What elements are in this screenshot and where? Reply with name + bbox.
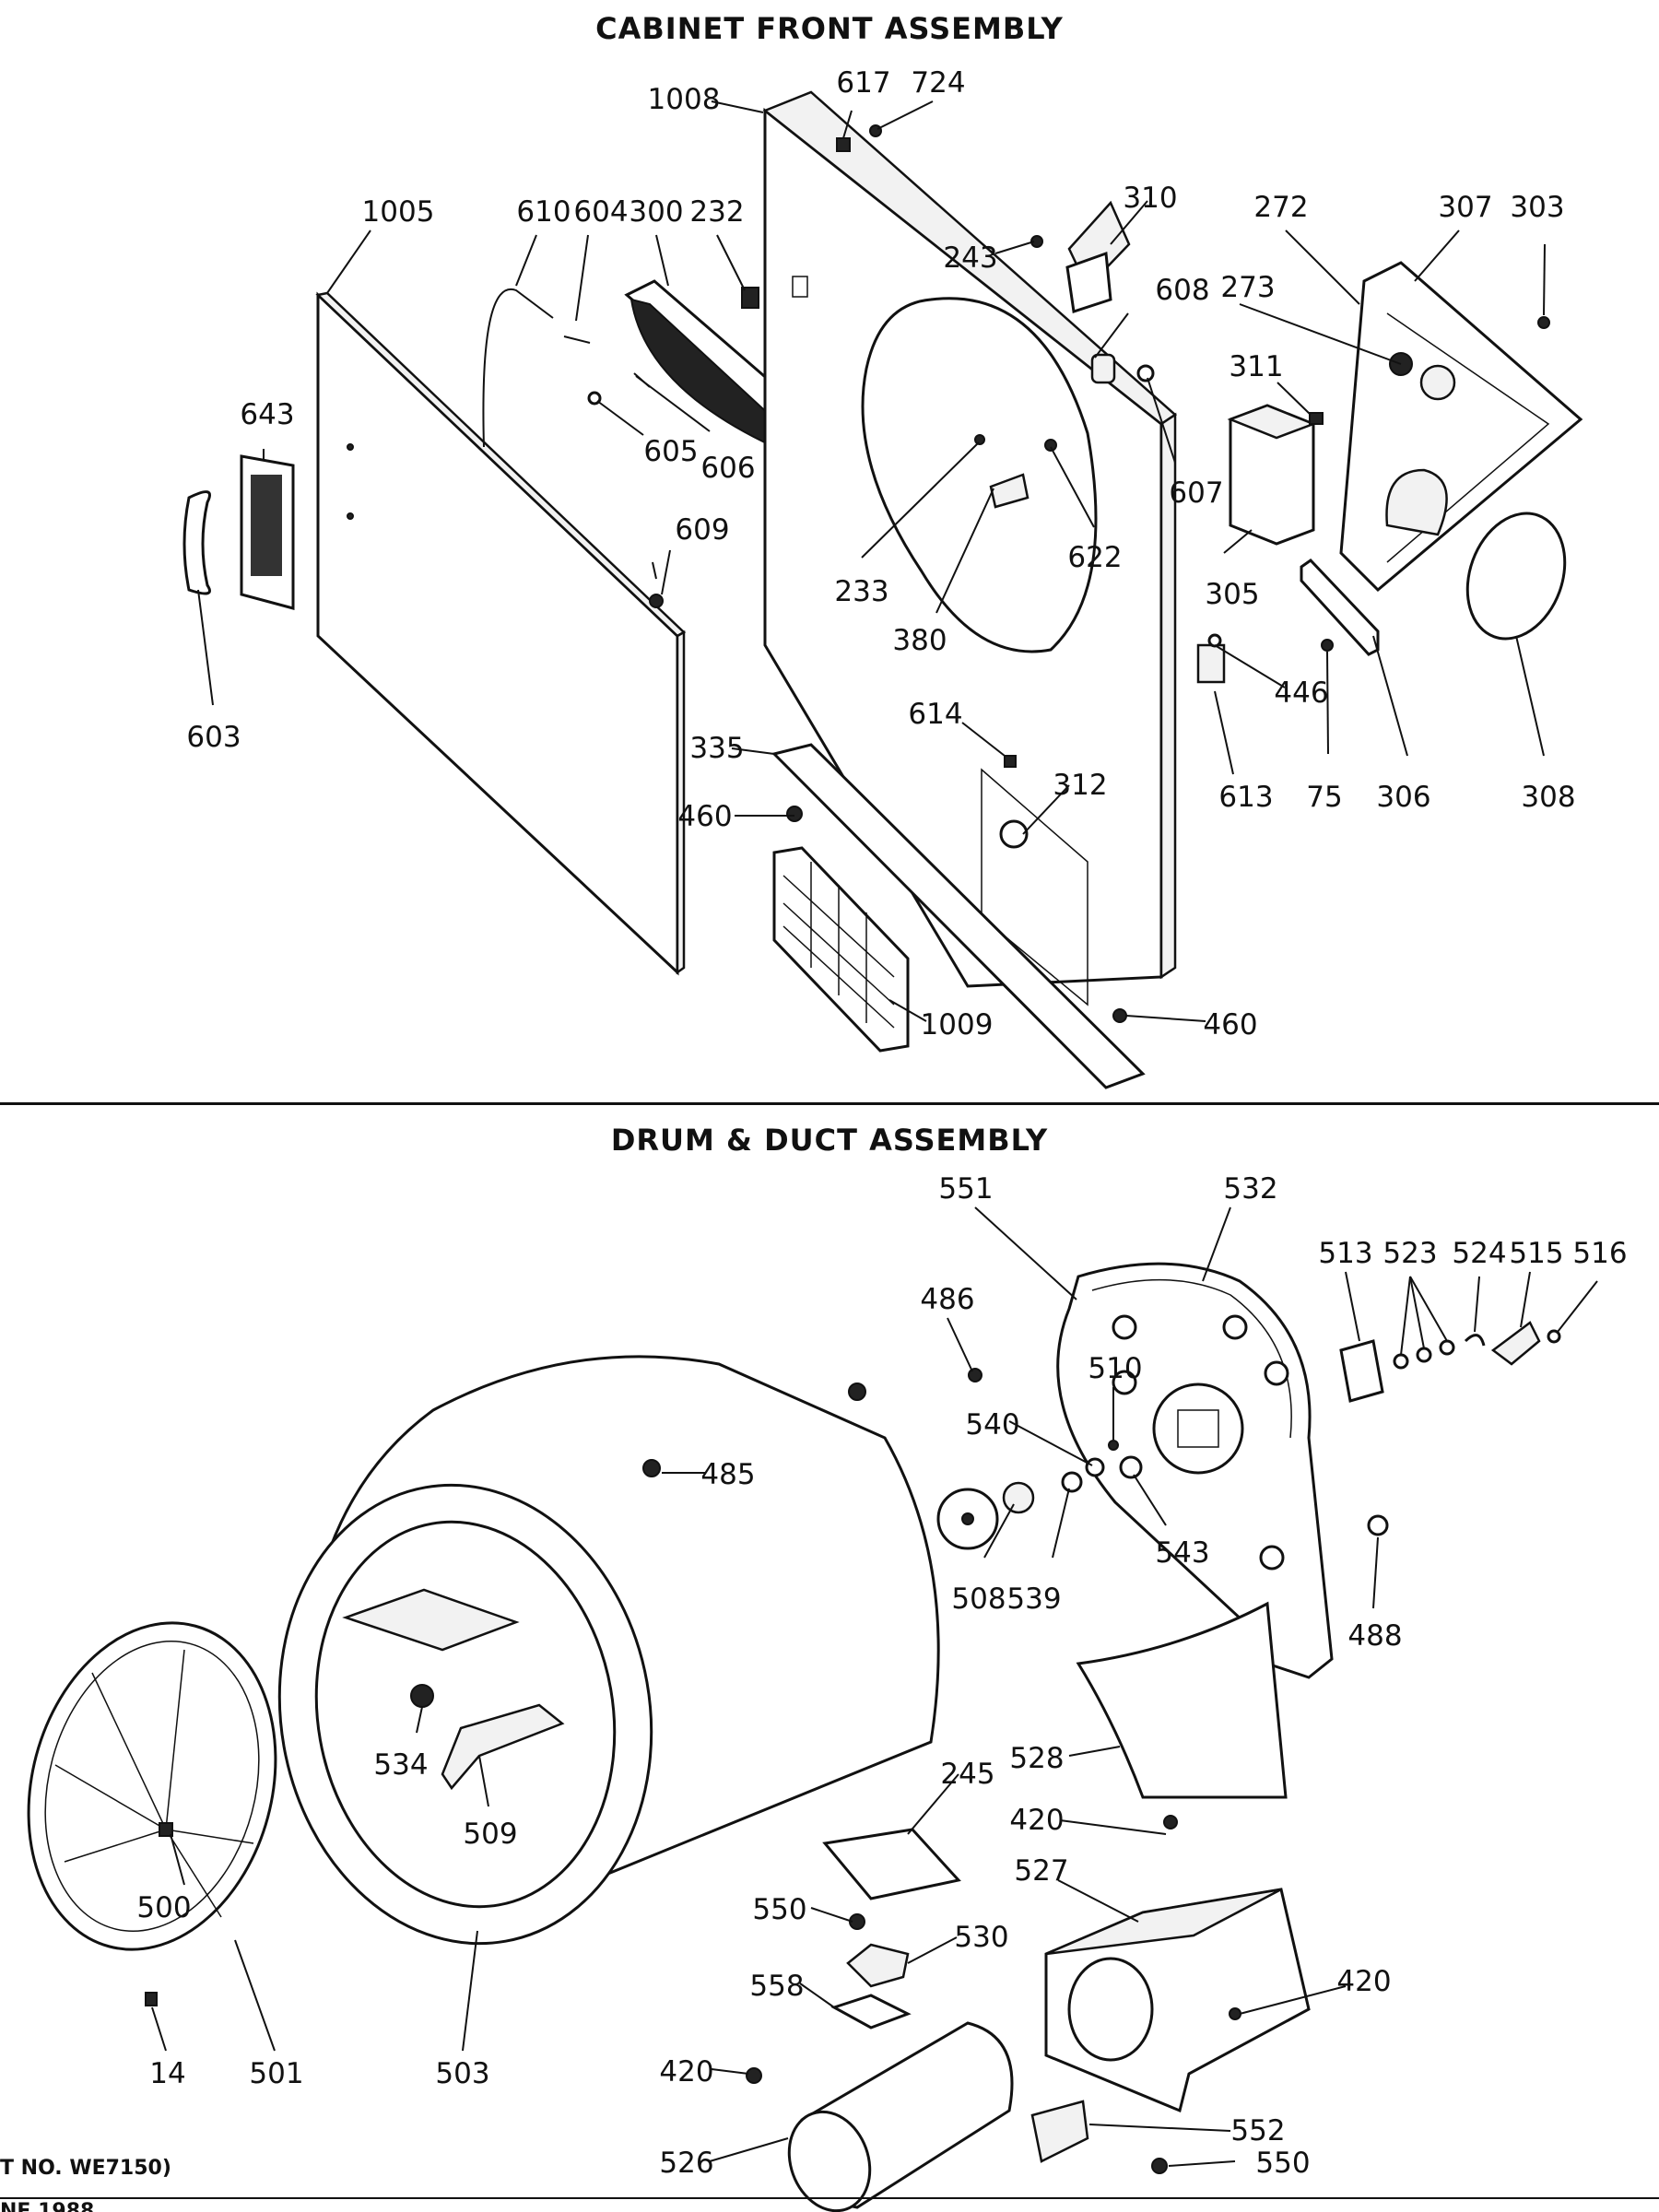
label-305: 305 bbox=[1205, 578, 1259, 611]
cabinet-front-title: CABINET FRONT ASSEMBLY bbox=[595, 11, 1064, 46]
label-605: 605 bbox=[643, 435, 698, 468]
label-310: 310 bbox=[1123, 182, 1177, 215]
label-75: 75 bbox=[1306, 781, 1342, 814]
label-539: 539 bbox=[1006, 1583, 1061, 1616]
label-273: 273 bbox=[1220, 271, 1275, 304]
toe-grille-1009 bbox=[772, 846, 910, 1053]
label-233: 233 bbox=[834, 575, 888, 608]
label-527: 527 bbox=[1014, 1854, 1068, 1888]
door-opening bbox=[861, 297, 1098, 653]
duct-528 bbox=[1076, 1601, 1288, 1799]
footer-divider bbox=[0, 2197, 1659, 2199]
label-617: 617 bbox=[836, 66, 890, 100]
label-513: 513 bbox=[1318, 1237, 1372, 1270]
toe-strip-335 bbox=[771, 743, 1146, 1089]
label-608: 608 bbox=[1155, 274, 1209, 307]
label-523: 523 bbox=[1382, 1237, 1437, 1270]
label-526: 526 bbox=[659, 2147, 713, 2180]
label-500: 500 bbox=[136, 1891, 191, 1924]
label-312: 312 bbox=[1053, 769, 1107, 802]
label-272: 272 bbox=[1253, 191, 1308, 224]
label-460-lower: 460 bbox=[1203, 1008, 1257, 1041]
cabinet-leaders bbox=[197, 100, 1546, 1022]
label-528: 528 bbox=[1009, 1742, 1064, 1775]
label-14: 14 bbox=[149, 2057, 185, 2090]
heat-shield-245 bbox=[822, 1828, 961, 1900]
handle-603 bbox=[182, 490, 211, 595]
label-508: 508 bbox=[951, 1583, 1006, 1616]
label-609: 609 bbox=[675, 513, 729, 547]
label-420-right: 420 bbox=[1336, 1965, 1391, 1998]
label-501: 501 bbox=[249, 2057, 303, 2090]
label-550-upper: 550 bbox=[752, 1893, 806, 1926]
label-551: 551 bbox=[938, 1172, 993, 1206]
section-divider bbox=[0, 1102, 1659, 1105]
label-534: 534 bbox=[373, 1748, 428, 1782]
label-300: 300 bbox=[629, 195, 683, 229]
label-610: 610 bbox=[516, 195, 571, 229]
label-530: 530 bbox=[954, 1921, 1008, 1954]
thermostat-530 bbox=[846, 1943, 910, 1988]
drum-labels: 551 532 513 523 524 515 516 486 510 540 … bbox=[136, 1172, 1627, 2180]
plate-310 bbox=[1065, 251, 1112, 313]
label-420-lower: 420 bbox=[659, 2055, 713, 2088]
label-540: 540 bbox=[965, 1408, 1019, 1441]
label-485: 485 bbox=[700, 1458, 755, 1491]
label-532: 532 bbox=[1223, 1172, 1277, 1206]
seal-ring-308 bbox=[1465, 512, 1567, 641]
label-460-upper: 460 bbox=[677, 800, 732, 833]
label-232: 232 bbox=[689, 195, 744, 229]
bearing-513 bbox=[1339, 1339, 1384, 1403]
label-245: 245 bbox=[940, 1758, 994, 1791]
cabinet-labels: 1008 617 724 1005 610 604 300 232 243 31… bbox=[186, 66, 1575, 1041]
label-509: 509 bbox=[463, 1818, 517, 1851]
label-607: 607 bbox=[1169, 477, 1223, 510]
drum-leaders bbox=[151, 1206, 1598, 2167]
label-613: 613 bbox=[1218, 781, 1273, 814]
label-303: 303 bbox=[1510, 191, 1564, 224]
front-panel-1005 bbox=[316, 291, 679, 976]
bulkhead-ring-501 bbox=[27, 1621, 277, 1951]
drum-duct-title: DRUM & DUCT ASSEMBLY bbox=[610, 1123, 1049, 1158]
label-543: 543 bbox=[1155, 1536, 1209, 1570]
drum-duct-parts bbox=[27, 1262, 1561, 2212]
label-488: 488 bbox=[1347, 1619, 1402, 1653]
label-558: 558 bbox=[749, 1970, 804, 2003]
label-724: 724 bbox=[911, 66, 965, 100]
label-643: 643 bbox=[240, 398, 294, 431]
label-380: 380 bbox=[892, 624, 947, 657]
label-603: 603 bbox=[186, 721, 241, 754]
label-486: 486 bbox=[920, 1283, 974, 1316]
label-524: 524 bbox=[1452, 1237, 1506, 1270]
label-308: 308 bbox=[1521, 781, 1575, 814]
label-516: 516 bbox=[1572, 1237, 1627, 1270]
label-243: 243 bbox=[943, 241, 997, 275]
label-503: 503 bbox=[435, 2057, 489, 2090]
cabinet-front-parts bbox=[182, 90, 1583, 1089]
label-550-lower: 550 bbox=[1255, 2147, 1310, 2180]
label-552: 552 bbox=[1230, 2114, 1285, 2147]
label-1005: 1005 bbox=[362, 195, 435, 229]
label-614: 614 bbox=[908, 698, 962, 731]
label-510: 510 bbox=[1088, 1352, 1142, 1385]
label-446: 446 bbox=[1274, 677, 1328, 710]
label-420-upper: 420 bbox=[1009, 1804, 1064, 1837]
footer-cut-text: NE 1988 bbox=[0, 2200, 95, 2212]
switch-552 bbox=[1030, 2100, 1089, 2163]
label-307: 307 bbox=[1438, 191, 1492, 224]
label-604: 604 bbox=[573, 195, 628, 229]
label-622: 622 bbox=[1067, 541, 1122, 574]
footer-note: T NO. WE7150) bbox=[0, 2157, 171, 2180]
label-606: 606 bbox=[700, 452, 755, 485]
wire-harness-610 bbox=[482, 288, 554, 448]
label-306: 306 bbox=[1376, 781, 1430, 814]
label-1008: 1008 bbox=[648, 83, 721, 116]
label-335: 335 bbox=[689, 732, 744, 765]
label-515: 515 bbox=[1509, 1237, 1563, 1270]
label-1009: 1009 bbox=[921, 1008, 994, 1041]
label-311: 311 bbox=[1229, 350, 1283, 383]
